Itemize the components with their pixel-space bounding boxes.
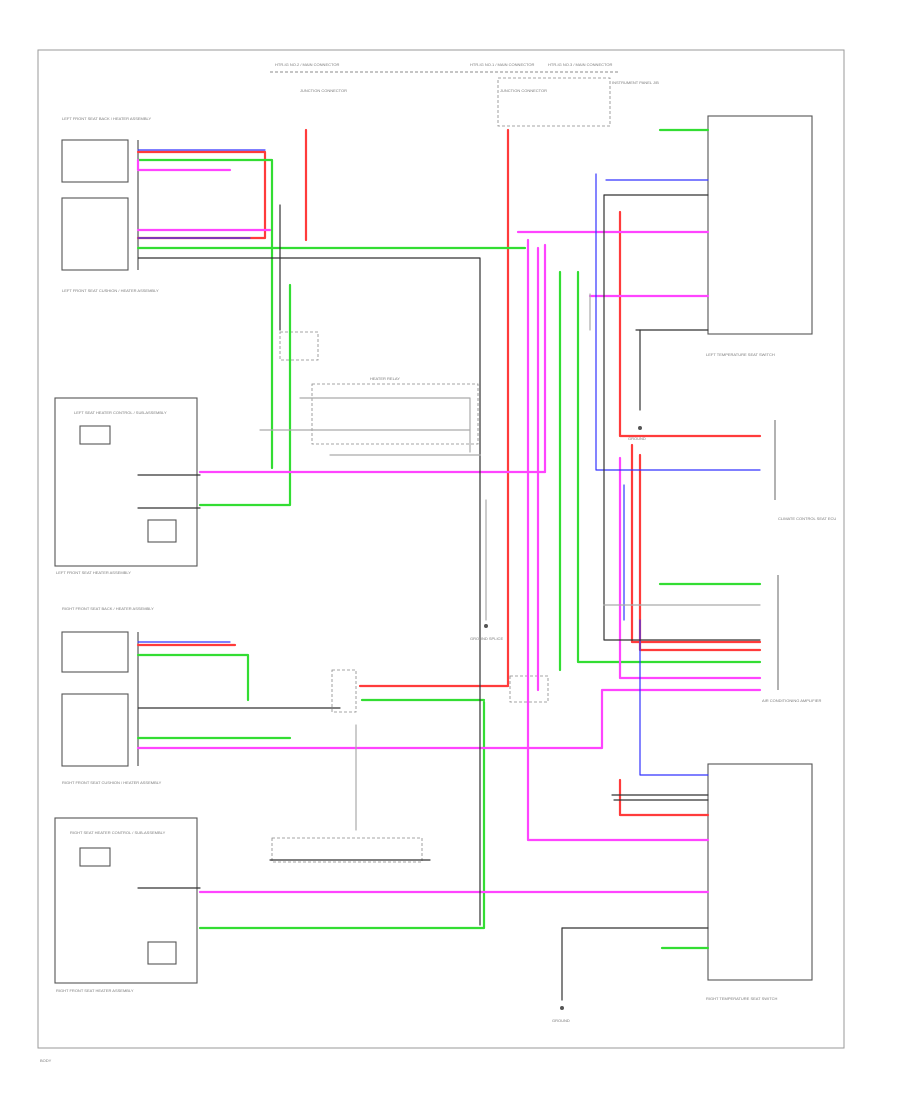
left-front-heater-group: LEFT FRONT SEAT BACK / HEATER ASSEMBLY L… <box>61 116 159 293</box>
rf-control-label: RIGHT SEAT HEATER CONTROL / SUB-ASSEMBLY <box>70 830 166 835</box>
fuse-label-mid: HTR-IG NO.1 / MAIN CONNECTOR <box>470 62 534 67</box>
relay-box <box>311 383 479 445</box>
lf-caption: LEFT FRONT SEAT HEATER ASSEMBLY <box>56 570 131 575</box>
rf-control-box <box>54 817 198 984</box>
lf-heater-2-label: LEFT FRONT SEAT CUSHION / HEATER ASSEMBL… <box>62 288 159 293</box>
rf-switch-box <box>707 763 813 981</box>
jb-label-mid: JUNCTION CONNECTOR <box>500 88 547 93</box>
climate-ecu-group: CLIMATE CONTROL SEAT ECU AIR CONDITIONIN… <box>762 420 836 703</box>
rf-heater-2-box <box>61 693 129 767</box>
rf-switch-caption: RIGHT TEMPERATURE SEAT SWITCH <box>706 996 778 1001</box>
junction-block-bottom <box>271 837 423 863</box>
lf-heater-1-box <box>61 139 129 183</box>
right-control-group: RIGHT SEAT HEATER CONTROL / SUB-ASSEMBLY… <box>54 817 198 993</box>
lf-heater-1-label: LEFT FRONT SEAT BACK / HEATER ASSEMBLY <box>62 116 151 121</box>
junction-block-mid <box>331 669 357 713</box>
rf-heater-1-label: RIGHT FRONT SEAT BACK / HEATER ASSEMBLY <box>62 606 154 611</box>
rf-heater-2-label: RIGHT FRONT SEAT CUSHION / HEATER ASSEMB… <box>62 780 162 785</box>
green-wires <box>136 128 762 950</box>
ground-splice-icon <box>484 624 488 628</box>
ground-mid-icon <box>638 426 642 430</box>
black-wires <box>137 194 761 1001</box>
gray-wires <box>259 293 761 831</box>
fuse-label-left: HTR-IG NO.2 / MAIN CONNECTOR <box>275 62 339 67</box>
ground-right-label: GROUND <box>552 1018 570 1023</box>
climate-ecu-label: CLIMATE CONTROL SEAT ECU <box>778 516 836 521</box>
lf-control-label: LEFT SEAT HEATER CONTROL / SUB-ASSEMBLY <box>74 410 167 415</box>
right-temp-switch-group: RIGHT TEMPERATURE SEAT SWITCH <box>706 763 813 1001</box>
ground-symbols: GROUND GROUND GROUND SPLICE <box>470 426 646 1023</box>
fuse-label-right: HTR-IG NO.3 / MAIN CONNECTOR <box>548 62 612 67</box>
lf-switch-caption: LEFT TEMPERATURE SEAT SWITCH <box>706 352 775 357</box>
jb-label-left: JUNCTION CONNECTOR <box>300 88 347 93</box>
right-front-heater-group: RIGHT FRONT SEAT BACK / HEATER ASSEMBLY … <box>61 606 162 785</box>
lf-control-box <box>54 397 198 567</box>
left-temp-switch-group: LEFT TEMPERATURE SEAT SWITCH <box>706 115 813 357</box>
left-control-group: LEFT SEAT HEATER CONTROL / SUB-ASSEMBLY … <box>54 397 198 575</box>
relay-box-label: HEATER RELAY <box>370 376 400 381</box>
ac-amp-label: AIR CONDITIONING AMPLIFIER <box>762 698 821 703</box>
rf-caption: RIGHT FRONT SEAT HEATER ASSEMBLY <box>56 988 134 993</box>
ground-splice-label: GROUND SPLICE <box>470 636 503 641</box>
junction-block-left <box>279 331 319 361</box>
blue-wires <box>137 149 761 776</box>
lf-switch-box <box>707 115 813 335</box>
diagram-frame <box>37 49 845 1049</box>
rf-heater-1-box <box>61 631 129 673</box>
footer-label: BODY <box>40 1058 52 1063</box>
pink-wires <box>136 158 762 894</box>
top-fuse-labels: HTR-IG NO.2 / MAIN CONNECTOR HTR-IG NO.1… <box>270 62 659 127</box>
lf-heater-2-box <box>61 197 129 271</box>
ground-right-icon <box>560 1006 564 1010</box>
jb-label-right: INSTRUMENT PANEL J/B <box>612 80 659 85</box>
ground-mid-label: GROUND <box>628 436 646 441</box>
